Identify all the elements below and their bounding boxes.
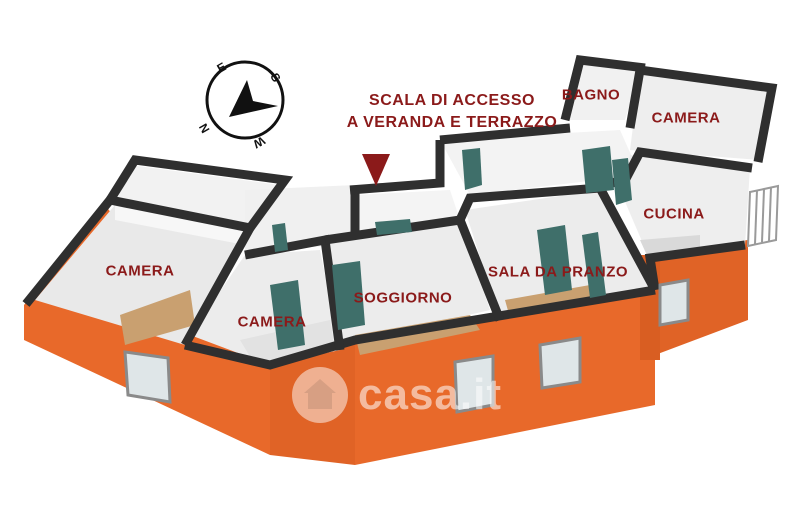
access-stair-line1: SCALA DI ACCESSO: [369, 92, 535, 109]
watermark-logo: casa.it: [290, 365, 502, 425]
room-label-soggiorno: SOGGIORNO: [353, 289, 453, 307]
window: [123, 350, 172, 404]
door: [375, 219, 412, 235]
room-label-bagno: BAGNO: [561, 86, 621, 104]
door: [582, 146, 614, 193]
windows: [123, 278, 690, 414]
watermark-text: casa.it: [358, 370, 502, 419]
access-arrow-icon: [362, 154, 390, 186]
window: [453, 354, 495, 414]
access-stair-label: SCALA DI ACCESSO A VERANDA E TERRAZZO: [347, 90, 558, 134]
access-stair-line2: A VERANDA E TERRAZZO: [346, 114, 558, 131]
door: [537, 225, 572, 295]
door: [332, 261, 365, 330]
room-label-camera-left: CAMERA: [105, 262, 175, 280]
room-label-camera-top-right: CAMERA: [651, 109, 721, 127]
door: [272, 223, 288, 252]
room-label-cucina: CUCINA: [643, 205, 705, 223]
room-label-sala-da-pranzo: SALA DA PRANZO: [487, 263, 629, 281]
balcony-railing: [746, 184, 780, 248]
window: [538, 336, 582, 390]
house-icon: [292, 367, 348, 423]
door: [582, 232, 606, 298]
room-interiors: [35, 62, 770, 365]
window: [658, 278, 690, 327]
wall-tops: [22, 55, 778, 370]
doors: [270, 146, 632, 350]
door: [462, 148, 482, 190]
door: [612, 158, 632, 205]
compass-icon: [205, 60, 285, 140]
room-label-camera-center: CAMERA: [237, 313, 307, 331]
compass-letter-n: N: [196, 121, 212, 136]
door: [270, 280, 305, 350]
